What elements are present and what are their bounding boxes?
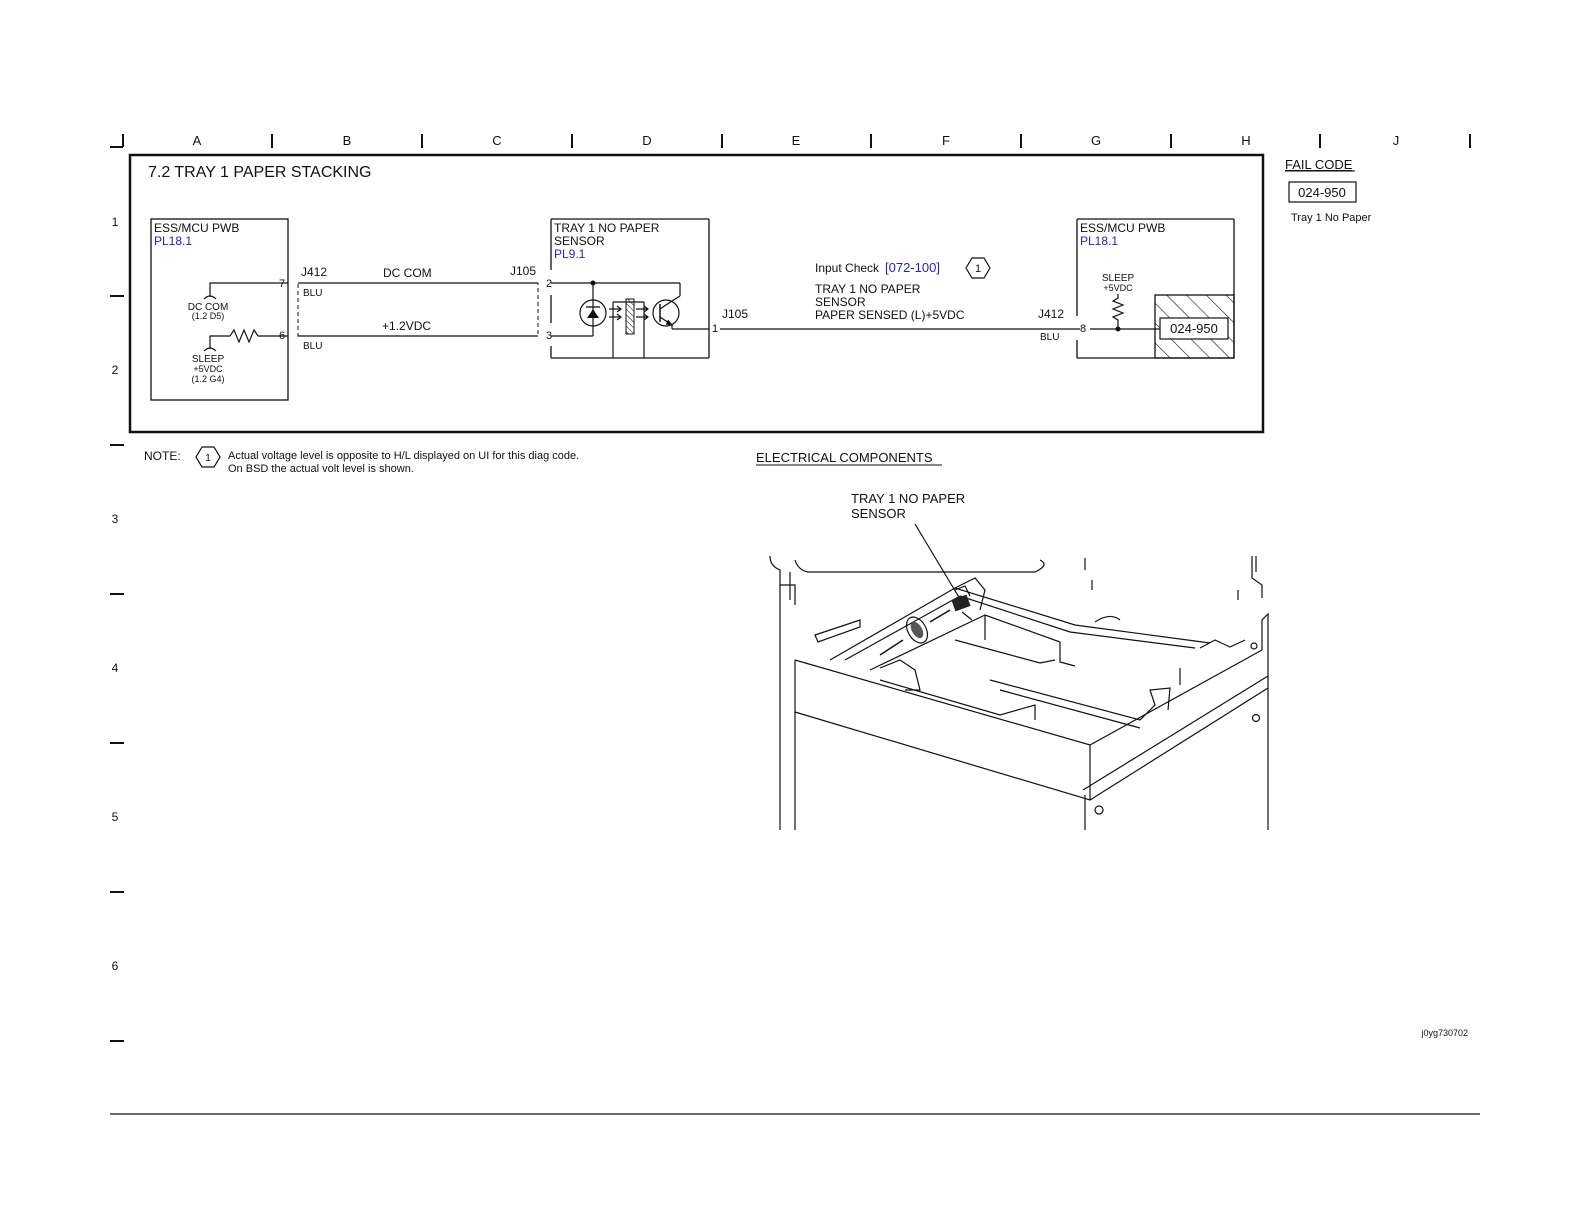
right-pwb-title: ESS/MCU PWB (1080, 221, 1165, 235)
note-line2: On BSD the actual volt level is shown. (228, 463, 414, 475)
left-dc-com-label: DC COM (188, 302, 229, 313)
pullup-resistor (209, 328, 288, 349)
sensor-pin-3: 3 (546, 330, 552, 342)
fail-code-description: Tray 1 No Paper (1291, 212, 1372, 224)
sensor-ref-link[interactable]: PL9.1 (554, 247, 586, 261)
page-title: 7.2 TRAY 1 PAPER STACKING (148, 164, 371, 181)
left-connector-j412: J412 (301, 265, 327, 279)
sensor-title-line1: TRAY 1 NO PAPER (554, 221, 660, 235)
left-pin-6: 6 (279, 330, 285, 342)
tray-illustration (769, 555, 1269, 830)
signal-label-line3: PAPER SENSED (L)+5VDC (815, 308, 965, 322)
pwb-code-box: 024-950 (1170, 321, 1218, 336)
components-callout-line2: SENSOR (851, 506, 906, 521)
column-label-j: J (1393, 133, 1400, 148)
row-ruler: 1 2 3 4 5 6 (110, 215, 124, 1042)
left-dc-com-ref: (1.2 D5) (192, 311, 225, 321)
signal-connector-j105: J105 (722, 307, 748, 321)
row-label-4: 4 (112, 661, 119, 675)
note-hexagon-marker (965, 257, 991, 279)
ground-symbol (203, 295, 217, 300)
column-label-d: D (642, 133, 651, 148)
row-label-5: 5 (112, 810, 119, 824)
note-number: 1 (205, 453, 211, 464)
sensor-title-line2: SENSOR (554, 234, 605, 248)
right-pin-8: 8 (1080, 323, 1086, 335)
column-label-g: G (1091, 133, 1101, 148)
row-label-1: 1 (112, 215, 119, 229)
column-label-a: A (193, 133, 202, 148)
dc-com-wire-label: DC COM (383, 266, 432, 280)
note-label: NOTE: (144, 449, 181, 463)
note-line1: Actual voltage level is opposite to H/L … (228, 450, 579, 462)
left-pin-7: 7 (279, 278, 285, 290)
column-label-f: F (942, 133, 950, 148)
column-label-e: E (792, 133, 801, 148)
components-callout-line1: TRAY 1 NO PAPER (851, 491, 965, 506)
callout-leader-line (914, 523, 964, 605)
row-label-6: 6 (112, 959, 119, 973)
right-pwb-block: ESS/MCU PWB PL18.1 SLEEP +5VDC 8 024-950 (1076, 218, 1235, 359)
signal-line: J105 J412 BLU Input Check [072-100] 1 TR… (720, 257, 1080, 343)
diagram-frame (128, 153, 1265, 434)
fail-code-box (1288, 181, 1357, 203)
column-label-b: B (343, 133, 352, 148)
left-pwb-ref-link[interactable]: PL18.1 (154, 234, 192, 248)
left-sleep-ref: (1.2 G4) (191, 374, 224, 384)
column-label-c: C (492, 133, 501, 148)
right-sleep-label: SLEEP (1102, 273, 1135, 284)
right-sleep-voltage: +5VDC (1103, 283, 1133, 293)
wire-color-bottom: BLU (303, 341, 322, 352)
sensor-connector-j105: J105 (510, 264, 536, 278)
phototransistor-symbol (652, 299, 680, 327)
right-pwb-ref-link[interactable]: PL18.1 (1080, 234, 1118, 248)
vdc-wire-label: +1.2VDC (382, 319, 431, 333)
row-label-3: 3 (112, 512, 119, 526)
column-ruler: A B C D E F G H J (110, 133, 1471, 148)
wire-color-top: BLU (303, 288, 322, 299)
signal-label-line2: SENSOR (815, 295, 866, 309)
row-label-2: 2 (112, 363, 119, 377)
fail-code-panel: FAIL CODE 024-950 Tray 1 No Paper (1285, 157, 1372, 224)
sensor-pin-1: 1 (712, 323, 718, 335)
note-marker-number: 1 (975, 263, 981, 275)
left-sleep-label: SLEEP (192, 354, 225, 365)
image-id: j0yg730702 (1420, 1028, 1468, 1038)
led-symbol (579, 299, 607, 327)
tray-1-no-paper-sensor-illustration (951, 585, 973, 621)
input-check-code-link[interactable]: [072-100] (885, 260, 940, 275)
note: NOTE: 1 Actual voltage level is opposite… (144, 446, 579, 475)
right-pullup-resistor (1111, 294, 1125, 329)
feed-roller (879, 609, 951, 656)
harness-left: J412 DC COM J105 BLU +1.2VDC BLU 2 3 (297, 264, 552, 352)
sensor-block: TRAY 1 NO PAPER SENSOR PL9.1 1 (550, 218, 718, 359)
column-label-h: H (1241, 133, 1250, 148)
left-sleep-voltage: +5VDC (193, 364, 223, 374)
sensor-pin-2: 2 (546, 278, 552, 290)
fail-code-value: 024-950 (1298, 185, 1346, 200)
signal-label-line1: TRAY 1 NO PAPER (815, 282, 921, 296)
components-heading: ELECTRICAL COMPONENTS (756, 450, 933, 465)
left-pwb-block: ESS/MCU PWB PL18.1 DC COM (1.2 D5) SLEEP… (150, 218, 289, 401)
input-check-label: Input Check (815, 261, 880, 275)
left-pwb-title: ESS/MCU PWB (154, 221, 239, 235)
signal-connector-j412: J412 (1038, 307, 1064, 321)
sensor-actuator (625, 298, 635, 335)
fail-code-heading: FAIL CODE (1285, 157, 1353, 172)
signal-wire-color: BLU (1040, 332, 1059, 343)
